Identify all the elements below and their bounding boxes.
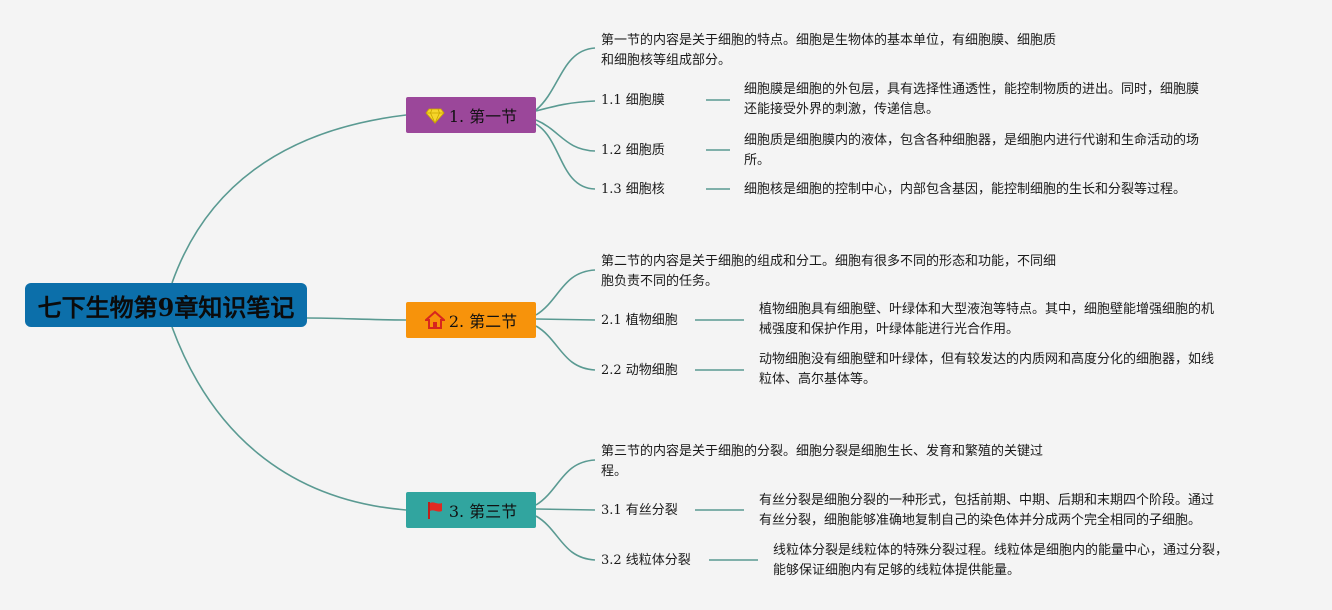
detail-line: 植物细胞具有细胞壁、叶绿体和大型液泡等特点。其中，细胞壁能增强细胞的机 bbox=[759, 302, 1215, 317]
s1-item2-line bbox=[535, 119, 596, 152]
section-3-topic[interactable]: 3. 第三节 bbox=[406, 492, 536, 528]
section-1-summary: 第一节的内容是关于细胞的特点。细胞是生物体的基本单位，有细胞膜、细胞质 和细胞核… bbox=[601, 31, 1056, 71]
summary-line: 和细胞核等组成部分。 bbox=[601, 53, 732, 68]
summary-line: 第二节的内容是关于细胞的组成和分工。细胞有很多不同的形态和功能，不同细 bbox=[601, 254, 1057, 269]
detail-line: 动物细胞没有细胞壁和叶绿体，但有较发达的内质网和高度分化的细胞器，如线 bbox=[759, 352, 1215, 367]
section-1-item-3[interactable]: 1.3 细胞核 bbox=[601, 182, 665, 197]
s2-item2-line bbox=[535, 325, 596, 371]
section-2-item-2-detail: 动物细胞没有细胞壁和叶绿体，但有较发达的内质网和高度分化的细胞器，如线 粒体、高… bbox=[759, 350, 1214, 390]
section-1-item-2[interactable]: 1.2 细胞质 bbox=[601, 143, 665, 158]
section-3-item-2-detail: 线粒体分裂是线粒体的特殊分裂过程。线粒体是细胞内的能量中心，通过分裂， 能够保证… bbox=[773, 541, 1228, 581]
summary-line: 第一节的内容是关于细胞的特点。细胞是生物体的基本单位，有细胞膜、细胞质 bbox=[601, 33, 1057, 48]
section-3-item-1-detail: 有丝分裂是细胞分裂的一种形式，包括前期、中期、后期和末期四个阶段。通过 有丝分裂… bbox=[759, 491, 1214, 531]
flag-icon bbox=[425, 500, 445, 520]
s1-summary-line bbox=[535, 47, 596, 111]
detail-line: 有丝分裂，细胞能够准确地复制自己的染色体并分成两个完全相同的子细胞。 bbox=[759, 513, 1202, 528]
s2-item1-line bbox=[535, 318, 596, 321]
s3-item2-line bbox=[535, 515, 596, 561]
s2-summary-line bbox=[535, 269, 596, 316]
s1-item1-line bbox=[535, 100, 596, 112]
detail-line: 械强度和保护作用，叶绿体能进行光合作用。 bbox=[759, 322, 1020, 337]
detail-line: 有丝分裂是细胞分裂的一种形式，包括前期、中期、后期和末期四个阶段。通过 bbox=[759, 493, 1215, 508]
s3-item1-line bbox=[535, 508, 596, 511]
section-1-topic[interactable]: 1. 第一节 bbox=[406, 97, 536, 133]
home-icon bbox=[423, 310, 447, 330]
section-1-item-2-detail: 细胞质是细胞膜内的液体，包含各种细胞器，是细胞内进行代谢和生命活动的场 所。 bbox=[744, 131, 1199, 171]
root-to-section-3-line bbox=[171, 326, 407, 511]
section-1-label: 1. 第一节 bbox=[448, 107, 518, 126]
detail-line: 细胞质是细胞膜内的液体，包含各种细胞器，是细胞内进行代谢和生命活动的场 bbox=[744, 133, 1200, 148]
s3-summary-line bbox=[535, 459, 596, 506]
section-2-topic[interactable]: 2. 第二节 bbox=[406, 302, 536, 338]
detail-line: 细胞膜是细胞的外包层，具有选择性通透性，能控制物质的进出。同时，细胞膜 bbox=[744, 82, 1200, 97]
root-topic[interactable]: 七下生物第9章知识笔记 bbox=[25, 283, 307, 327]
summary-line: 第三节的内容是关于细胞的分裂。细胞分裂是细胞生长、发育和繁殖的关键过 bbox=[601, 444, 1044, 459]
detail-line: 能够保证细胞内有足够的线粒体提供能量。 bbox=[773, 563, 1021, 578]
section-1-item-1-detail: 细胞膜是细胞的外包层，具有选择性通透性，能控制物质的进出。同时，细胞膜 还能接受… bbox=[744, 80, 1199, 120]
s1-item3-line bbox=[535, 123, 596, 190]
summary-line: 胞负责不同的任务。 bbox=[601, 274, 719, 289]
section-1-item-3-detail: 细胞核是细胞的控制中心，内部包含基因，能控制细胞的生长和分裂等过程。 bbox=[744, 180, 1186, 200]
section-3-label: 3. 第三节 bbox=[448, 502, 518, 521]
root-to-section-1-line bbox=[171, 114, 407, 284]
section-2-label: 2. 第二节 bbox=[448, 312, 518, 331]
section-3-item-1[interactable]: 3.1 有丝分裂 bbox=[601, 503, 678, 518]
detail-line: 还能接受外界的刺激，传递信息。 bbox=[744, 102, 940, 117]
section-1-item-1[interactable]: 1.1 细胞膜 bbox=[601, 93, 665, 108]
section-2-item-1-detail: 植物细胞具有细胞壁、叶绿体和大型液泡等特点。其中，细胞壁能增强细胞的机 械强度和… bbox=[759, 300, 1214, 340]
detail-line: 细胞核是细胞的控制中心，内部包含基因，能控制细胞的生长和分裂等过程。 bbox=[744, 182, 1187, 197]
diamond-icon bbox=[425, 105, 445, 125]
section-3-item-2[interactable]: 3.2 线粒体分裂 bbox=[601, 553, 691, 568]
root-title: 七下生物第9章知识笔记 bbox=[37, 292, 295, 322]
detail-line: 所。 bbox=[744, 153, 771, 168]
detail-line: 粒体、高尔基体等。 bbox=[759, 372, 877, 387]
section-2-item-1[interactable]: 2.1 植物细胞 bbox=[601, 313, 678, 328]
detail-line: 线粒体分裂是线粒体的特殊分裂过程。线粒体是细胞内的能量中心，通过分裂， bbox=[773, 543, 1229, 558]
section-3-summary: 第三节的内容是关于细胞的分裂。细胞分裂是细胞生长、发育和繁殖的关键过 程。 bbox=[601, 442, 1043, 482]
section-2-summary: 第二节的内容是关于细胞的组成和分工。细胞有很多不同的形态和功能，不同细 胞负责不… bbox=[601, 252, 1056, 292]
summary-line: 程。 bbox=[601, 464, 628, 479]
root-to-section-2-line bbox=[306, 317, 407, 321]
section-2-item-2[interactable]: 2.2 动物细胞 bbox=[601, 363, 678, 378]
